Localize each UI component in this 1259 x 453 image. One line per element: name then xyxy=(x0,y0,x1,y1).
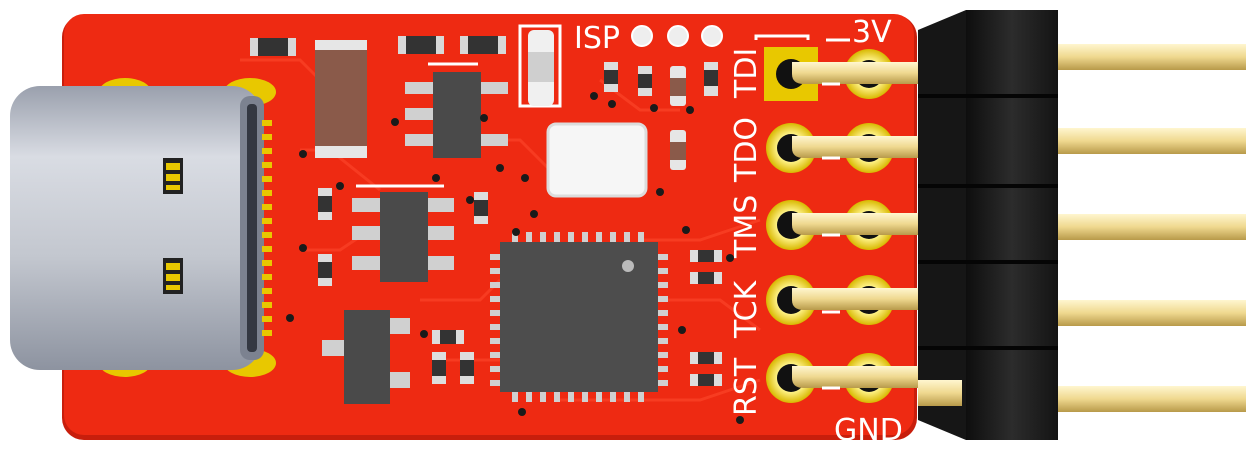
isp-test-pads xyxy=(631,25,723,47)
usb-c-connector xyxy=(10,78,276,377)
qfn-microcontroller xyxy=(490,232,668,402)
pin-label-tdi: TDI xyxy=(729,48,764,99)
soic-chips xyxy=(322,72,648,404)
pin-label-3v: 3V xyxy=(852,15,892,50)
pin-label-tdo: TDO xyxy=(729,117,764,183)
vias xyxy=(286,92,744,424)
pin-label-rst: RST xyxy=(729,357,764,416)
header-pads xyxy=(764,47,894,403)
silkscreen-marks xyxy=(356,34,850,390)
pin-header-body xyxy=(918,10,1058,440)
pin-label-tck: TCK xyxy=(729,279,764,339)
pin-label-gnd: GND xyxy=(834,413,903,448)
silkscreen-labels: ISP 3V GND TDI TDO TMS TCK RST xyxy=(574,15,903,448)
isp-label: ISP xyxy=(574,21,620,56)
passive-components xyxy=(250,24,722,386)
pcb-board xyxy=(62,14,917,440)
header-pins-straight xyxy=(918,44,1246,412)
pin-label-tms: TMS xyxy=(729,195,764,259)
